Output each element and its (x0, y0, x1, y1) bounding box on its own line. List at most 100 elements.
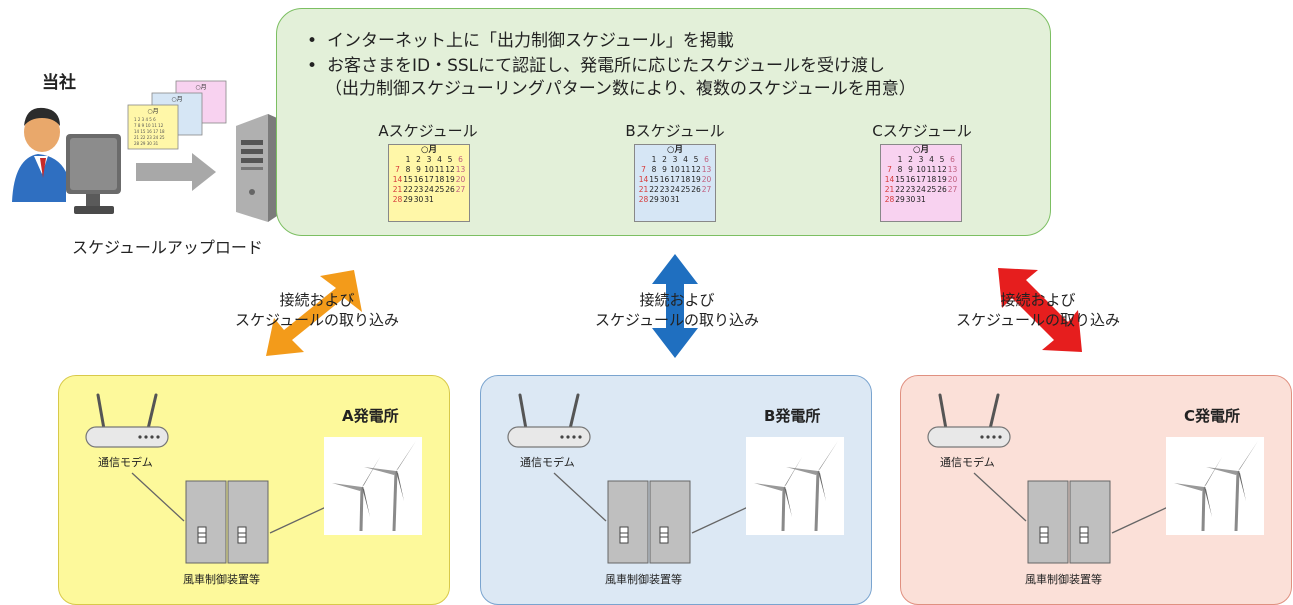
svg-text:○月: ○月 (147, 108, 158, 115)
calendar-day: 29 (403, 195, 413, 204)
calendar-day: 21 (638, 185, 649, 194)
calendar-day: 25 (680, 185, 691, 194)
connection-label-a-line2: スケジュールの取り込み (235, 311, 399, 329)
calendar-day: 14 (884, 175, 895, 184)
calendar-day: 20 (947, 175, 958, 184)
calendar-day: 26 (445, 185, 455, 194)
modem-icon (507, 393, 591, 448)
calendar-day: 21 (884, 185, 895, 194)
calendar-stack-icon: ○月 ○月 ○月 1 2 3 4 5 6 7 8 9 10 11 12 14 1… (127, 80, 227, 150)
calendar-day: 11 (434, 165, 445, 174)
calendar-day: 10 (424, 165, 434, 174)
svg-text:○月: ○月 (171, 96, 182, 103)
wind-turbine-icon (324, 437, 422, 535)
calendar-day: 15 (403, 175, 413, 184)
calendar-day (680, 195, 691, 205)
calendar-day: 1 (405, 155, 411, 164)
connection-label-c-line1: 接続および (1000, 291, 1076, 309)
plant-b-device-label: 風車制御装置等 (605, 573, 682, 586)
calendar-day: 14 (392, 175, 403, 184)
calendar-day: 24 (424, 185, 434, 194)
calendar-day: 7 (395, 165, 400, 174)
calendar-day: 24 (670, 185, 680, 194)
calendar-day: 2 (662, 155, 667, 164)
calendar-day: 13 (947, 165, 958, 174)
calendar-day: 8 (405, 165, 411, 174)
calendar-month-title: ○月 (421, 145, 437, 155)
calendar-day: 16 (905, 175, 916, 184)
calendar-day: 27 (947, 185, 958, 194)
wind-turbine-icon (1166, 437, 1264, 535)
connection-arrow-a-icon (266, 270, 362, 356)
plant-b-modem-label: 通信モデム (520, 456, 575, 469)
calendar-day: 6 (950, 155, 955, 164)
calendar-day (392, 155, 403, 165)
calendar-day: 17 (916, 175, 926, 184)
modem-icon (85, 393, 169, 448)
calendar-day: 28 (392, 195, 403, 204)
calendar-day: 31 (916, 195, 926, 204)
svg-text:14 15 16 17 18: 14 15 16 17 18 (134, 129, 165, 134)
plant-c-links (973, 472, 1169, 534)
calendar-day: 18 (434, 175, 445, 184)
calendar-day: 4 (929, 155, 934, 164)
wind-turbine-icon (746, 437, 844, 535)
calendar-day: 2 (908, 155, 913, 164)
calendar-day: 20 (455, 175, 466, 184)
calendar-day (638, 155, 649, 165)
calendar-day: 18 (680, 175, 691, 184)
calendar-day: 25 (434, 185, 445, 194)
calendar-day: 23 (659, 185, 670, 194)
upload-arrow-icon (136, 153, 216, 191)
schedule-c-label: Cスケジュール (872, 122, 972, 140)
calendar-day: 7 (641, 165, 646, 174)
calendar-day: 1 (651, 155, 657, 164)
calendar-day (884, 155, 895, 165)
upload-label: スケジュールアップロード (72, 238, 263, 257)
calendar-day: 29 (649, 195, 659, 204)
calendar-day: 26 (937, 185, 947, 194)
calendar-day: 5 (447, 155, 453, 164)
calendar-day: 24 (916, 185, 926, 194)
bullet-1-text: インターネット上に「出力制御スケジュール」を掲載 (327, 31, 734, 51)
calendar-day: 5 (693, 155, 699, 164)
calendar-day (434, 195, 445, 205)
calendar-day: 10 (670, 165, 680, 174)
plant-a-links (131, 472, 327, 534)
svg-text:21 22 23 24 25: 21 22 23 24 25 (134, 135, 165, 140)
plant-a-device-label: 風車制御装置等 (183, 573, 260, 586)
calendar-day (691, 195, 702, 205)
calendar-day: 3 (426, 155, 432, 164)
calendar-day: 13 (701, 165, 712, 174)
calendar-day: 28 (638, 195, 649, 204)
calendar-day: 22 (895, 185, 905, 194)
calendar-day: 19 (937, 175, 947, 184)
calendar-day: 9 (662, 165, 667, 174)
calendar-day: 9 (908, 165, 913, 174)
svg-text:7 8 9 10 11 12: 7 8 9 10 11 12 (134, 123, 164, 128)
plant-b-name: B発電所 (764, 407, 821, 425)
calendar-day: 8 (651, 165, 657, 174)
operator-at-computer-icon (12, 107, 121, 214)
calendar-day: 19 (691, 175, 701, 184)
calendar-day: 13 (455, 165, 466, 174)
connection-label-c-line2: スケジュールの取り込み (956, 311, 1120, 329)
calendar-day: 31 (670, 195, 680, 204)
calendar-day: 6 (458, 155, 463, 164)
schedule-note: （出力制御スケジューリングパターン数により、複数のスケジュールを用意） (325, 79, 916, 99)
calendar-day: 11 (926, 165, 937, 174)
calendar-day: 25 (926, 185, 937, 194)
plant-c-device-label: 風車制御装置等 (1025, 573, 1102, 586)
turbine-controller-icon (185, 480, 269, 564)
calendar-day: 16 (413, 175, 424, 184)
schedule-b-label: Bスケジュール (625, 122, 725, 140)
calendar-day: 22 (649, 185, 659, 194)
calendar-day: 15 (649, 175, 659, 184)
plant-c-contents: C発電所 通信モデム 風車制御装置等 (900, 375, 1292, 593)
calendar-day: 12 (691, 165, 701, 174)
calendar-day: 23 (413, 185, 424, 194)
